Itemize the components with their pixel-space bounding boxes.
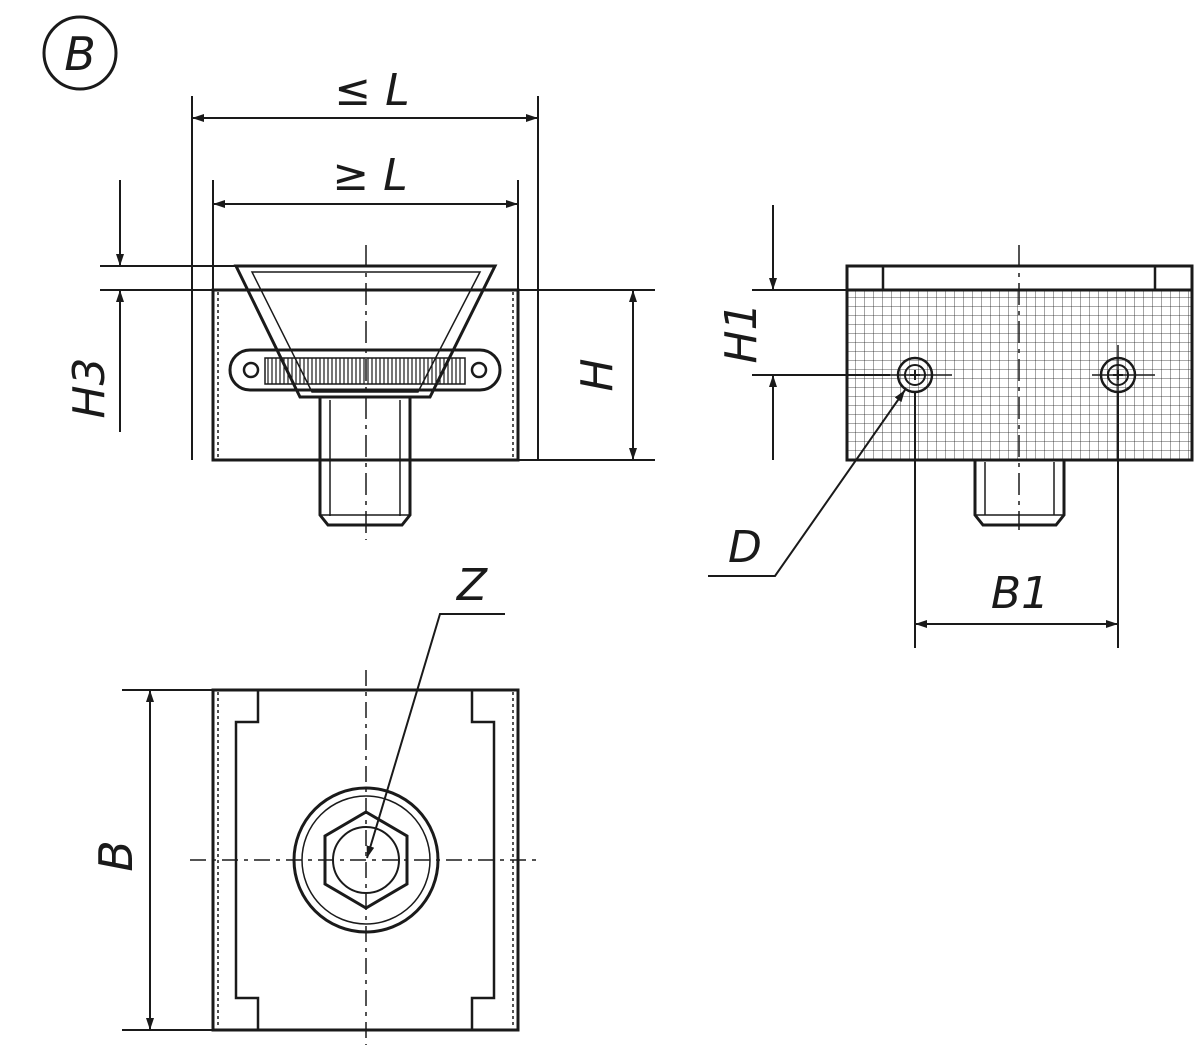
label-l-max: ≤ L bbox=[334, 65, 409, 116]
label-h: H bbox=[572, 358, 623, 391]
spring-coil bbox=[267, 358, 461, 384]
view-marker: B bbox=[42, 15, 118, 91]
label-h1: H1 bbox=[716, 302, 767, 363]
leader-z bbox=[366, 613, 505, 859]
view-marker-letter: B bbox=[64, 27, 96, 81]
label-z: Z bbox=[456, 560, 488, 611]
label-l-min: ≥ L bbox=[332, 150, 407, 201]
label-d: D bbox=[728, 522, 762, 573]
label-b1: B1 bbox=[991, 568, 1049, 619]
label-h3: H3 bbox=[64, 357, 115, 418]
side-view: H1 D B1 bbox=[708, 205, 1194, 648]
top-view: Z B bbox=[89, 560, 540, 1045]
label-b: B bbox=[89, 840, 143, 872]
leader-d bbox=[708, 389, 906, 577]
front-view: ≤ L ≥ L H3 bbox=[64, 65, 655, 540]
